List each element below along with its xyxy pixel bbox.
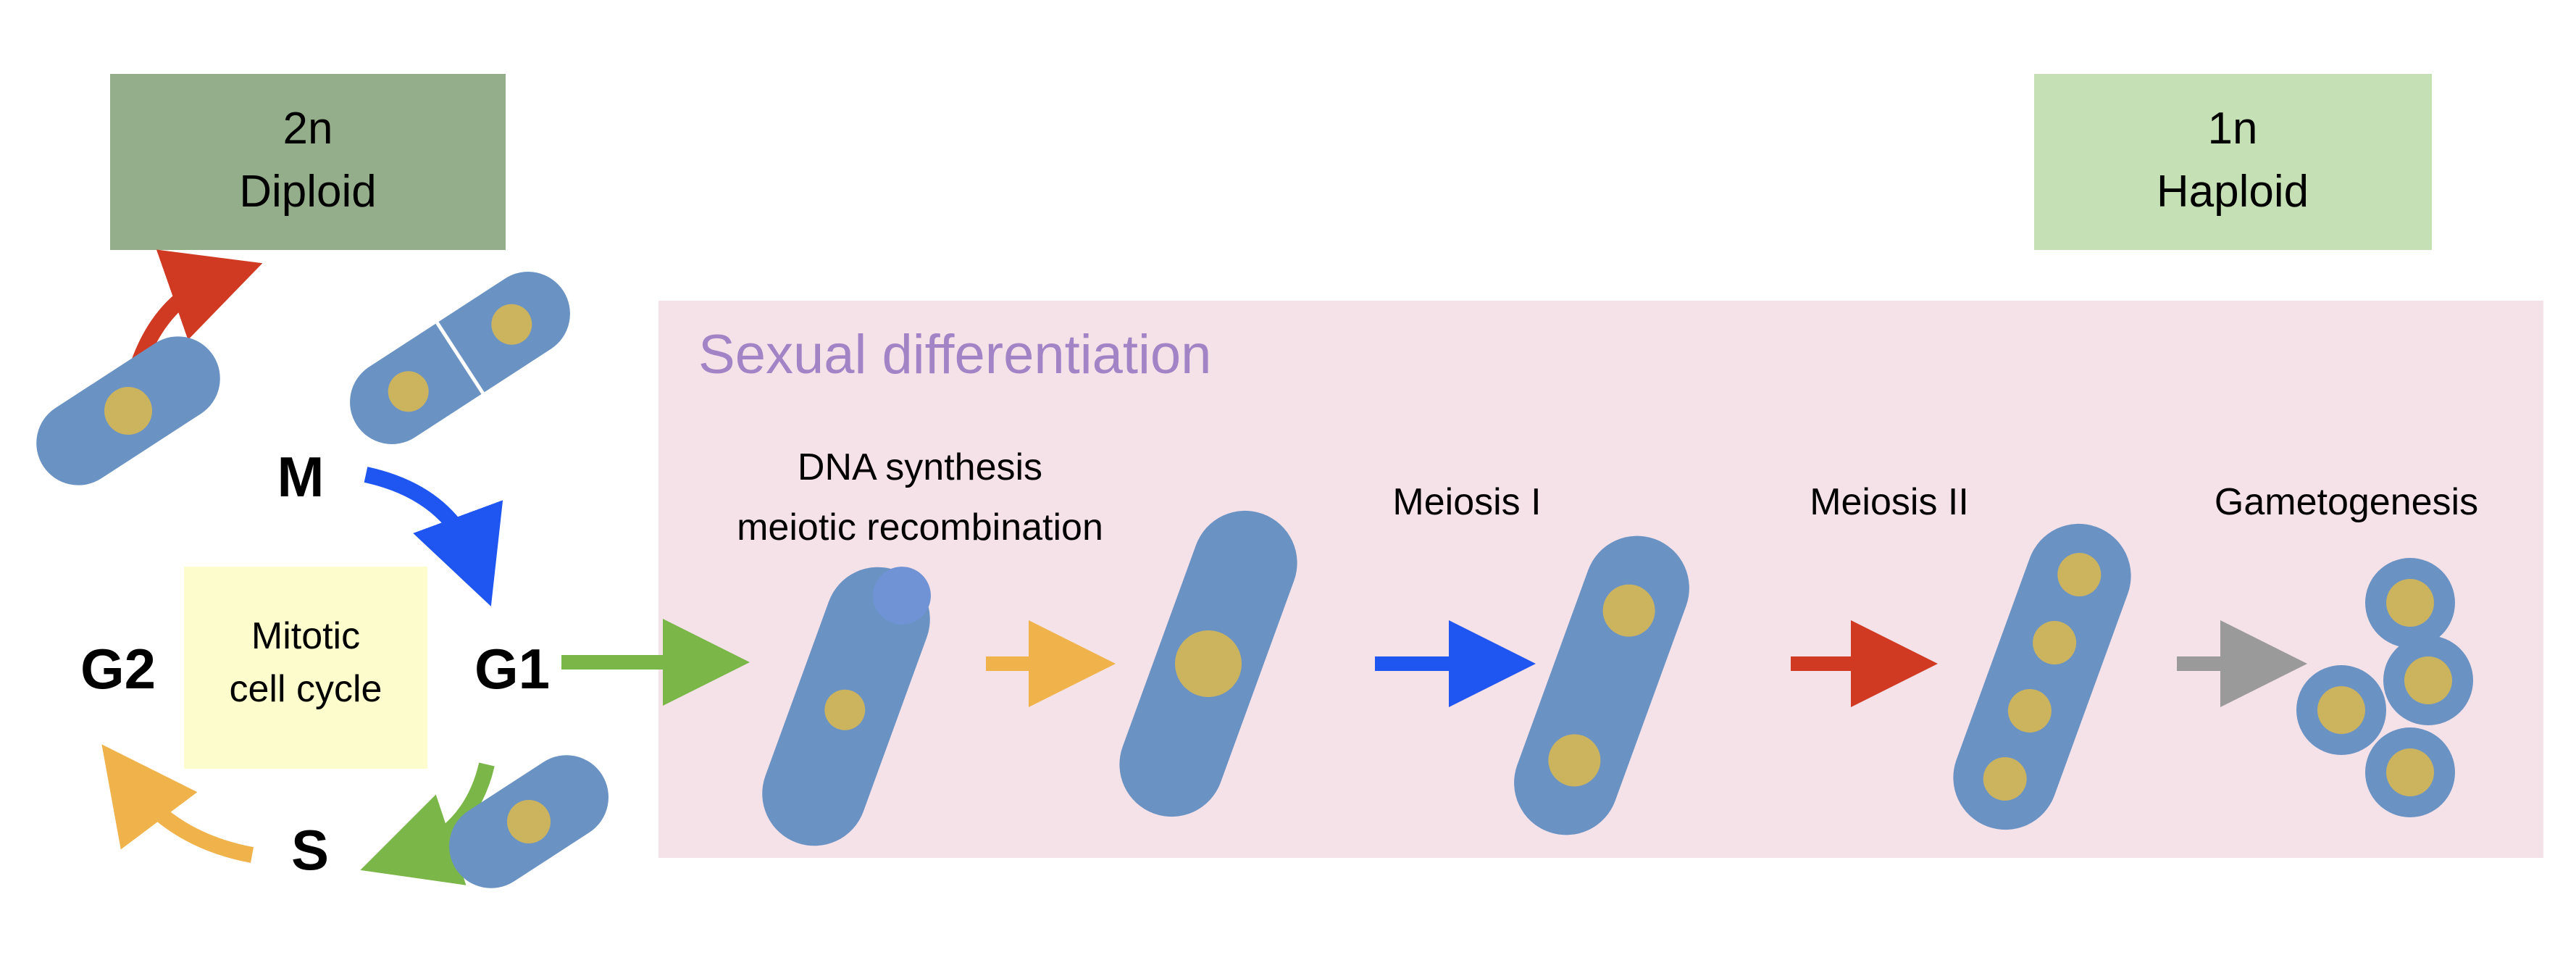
nucleus — [824, 689, 866, 730]
stage-label-dna-synthesis: DNA synthesis — [798, 446, 1042, 488]
cell-meiosis-1 — [1514, 535, 1689, 835]
mitotic-label: Mitotic — [251, 615, 360, 657]
nucleus — [104, 387, 152, 435]
phase-s: S — [291, 818, 329, 882]
sexual-differentiation-title: Sexual differentiation — [698, 324, 1211, 385]
cell-meiosis-2 — [1953, 523, 2131, 830]
haploid-box: 1n Haploid — [2034, 74, 2432, 250]
cell-dividing — [350, 272, 570, 444]
diploid-label: Diploid — [239, 167, 377, 217]
cell-g2 — [36, 336, 220, 485]
arrow-m-to-g1 — [364, 467, 503, 606]
stage-label-meiotic-recombination: meiotic recombination — [737, 506, 1103, 549]
gametes — [2296, 558, 2473, 817]
haploid-n-label: 1n — [2208, 104, 2258, 154]
stage-label-meiosis-1: Meiosis I — [1392, 481, 1541, 523]
arrow-s-to-g2 — [101, 744, 254, 863]
diploid-box: 2n Diploid — [110, 74, 506, 250]
phase-g2: G2 — [80, 637, 156, 701]
haploid-label: Haploid — [2157, 167, 2309, 217]
stage-label-gametogenesis: Gametogenesis — [2215, 481, 2478, 523]
phase-g1: G1 — [474, 637, 550, 701]
bud — [872, 567, 931, 625]
cell-dna-synthesis — [1119, 510, 1297, 817]
stage-label-meiosis-2: Meiosis II — [1810, 481, 1969, 523]
phase-m: M — [277, 445, 325, 509]
mitotic-cell-cycle-box — [184, 567, 427, 769]
diploid-n-label: 2n — [283, 104, 333, 154]
cell-cycle-label: cell cycle — [230, 668, 382, 710]
cell-g1 — [449, 755, 609, 888]
cell-pre-meiotic — [762, 567, 931, 846]
